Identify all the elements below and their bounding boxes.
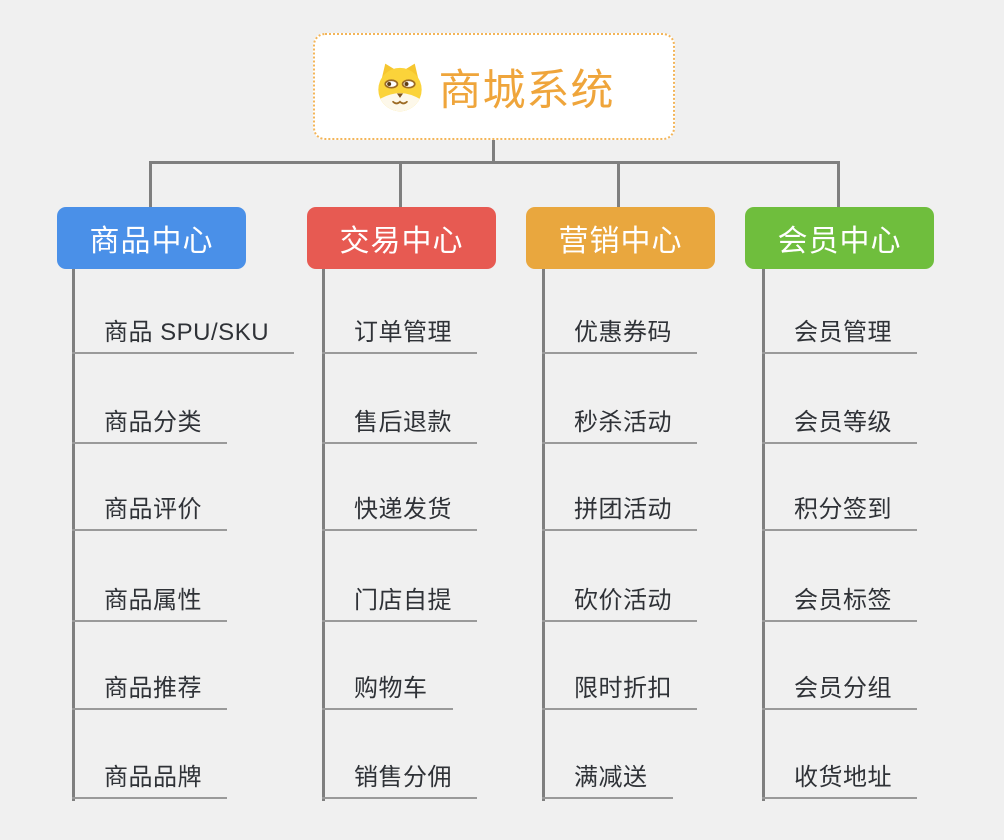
leaf-label: 商品 SPU/SKU — [104, 319, 270, 346]
leaf-label: 订单管理 — [354, 319, 452, 346]
connector-drop-products — [149, 161, 152, 210]
leaf-node[interactable]: 会员标签 — [762, 584, 917, 622]
leaf-label: 商品品牌 — [104, 764, 202, 791]
leaf-label: 砍价活动 — [574, 587, 672, 614]
column-spine-members — [762, 269, 765, 801]
leaf-label: 商品属性 — [104, 587, 202, 614]
branch-node-product-center[interactable]: 商品中心 — [57, 207, 246, 269]
leaf-node[interactable]: 拼团活动 — [542, 493, 697, 531]
leaf-node[interactable]: 购物车 — [322, 672, 453, 710]
leaf-label: 积分签到 — [794, 496, 892, 523]
leaf-node[interactable]: 砍价活动 — [542, 584, 697, 622]
leaf-node[interactable]: 门店自提 — [322, 584, 477, 622]
leaf-node[interactable]: 商品品牌 — [72, 761, 227, 799]
leaf-node[interactable]: 快递发货 — [322, 493, 477, 531]
branch-label: 会员中心 — [777, 225, 902, 258]
leaf-label: 会员标签 — [794, 587, 892, 614]
connector-drop-trade — [399, 161, 402, 210]
leaf-label: 会员管理 — [794, 319, 892, 346]
leaf-node[interactable]: 商品推荐 — [72, 672, 227, 710]
leaf-node[interactable]: 会员分组 — [762, 672, 917, 710]
leaf-label: 门店自提 — [354, 587, 452, 614]
leaf-node[interactable]: 商品分类 — [72, 406, 227, 444]
leaf-label: 满减送 — [574, 764, 648, 791]
leaf-label: 商品评价 — [104, 496, 202, 523]
leaf-label: 限时折扣 — [574, 675, 672, 702]
connector-drop-members — [837, 161, 840, 210]
branch-node-marketing-center[interactable]: 营销中心 — [526, 207, 715, 269]
leaf-label: 会员等级 — [794, 409, 892, 436]
root-node[interactable]: 商城系统 — [313, 33, 675, 140]
leaf-label: 商品推荐 — [104, 675, 202, 702]
leaf-node[interactable]: 秒杀活动 — [542, 406, 697, 444]
leaf-label: 秒杀活动 — [574, 409, 672, 436]
connector-drop-marketing — [617, 161, 620, 210]
leaf-label: 拼团活动 — [574, 496, 672, 523]
leaf-node[interactable]: 优惠券码 — [542, 316, 697, 354]
branch-node-member-center[interactable]: 会员中心 — [745, 207, 934, 269]
leaf-label: 收货地址 — [794, 764, 892, 791]
leaf-node[interactable]: 商品评价 — [72, 493, 227, 531]
branch-label: 营销中心 — [558, 225, 683, 258]
leaf-node[interactable]: 积分签到 — [762, 493, 917, 531]
root-title: 商城系统 — [438, 66, 615, 115]
connector-horizontal — [149, 161, 840, 164]
connector-root-stem — [492, 139, 495, 164]
branch-label: 交易中心 — [339, 225, 464, 258]
dog-face-icon — [377, 63, 422, 111]
leaf-node[interactable]: 会员管理 — [762, 316, 917, 354]
branch-label: 商品中心 — [89, 225, 214, 258]
column-spine-marketing — [542, 269, 545, 801]
leaf-node[interactable]: 销售分佣 — [322, 761, 477, 799]
leaf-node[interactable]: 会员等级 — [762, 406, 917, 444]
leaf-node[interactable]: 售后退款 — [322, 406, 477, 444]
leaf-node[interactable]: 商品属性 — [72, 584, 227, 622]
leaf-node[interactable]: 满减送 — [542, 761, 673, 799]
leaf-node[interactable]: 收货地址 — [762, 761, 917, 799]
column-spine-trade — [322, 269, 325, 801]
leaf-label: 优惠券码 — [574, 319, 672, 346]
branch-node-trade-center[interactable]: 交易中心 — [307, 207, 496, 269]
leaf-node[interactable]: 限时折扣 — [542, 672, 697, 710]
leaf-label: 购物车 — [354, 675, 428, 702]
column-spine-products — [72, 269, 75, 801]
leaf-label: 会员分组 — [794, 675, 892, 702]
leaf-node[interactable]: 订单管理 — [322, 316, 477, 354]
leaf-label: 售后退款 — [354, 409, 452, 436]
leaf-node[interactable]: 商品 SPU/SKU — [72, 316, 295, 354]
leaf-label: 销售分佣 — [354, 764, 452, 791]
leaf-label: 商品分类 — [104, 409, 202, 436]
leaf-label: 快递发货 — [354, 496, 452, 523]
